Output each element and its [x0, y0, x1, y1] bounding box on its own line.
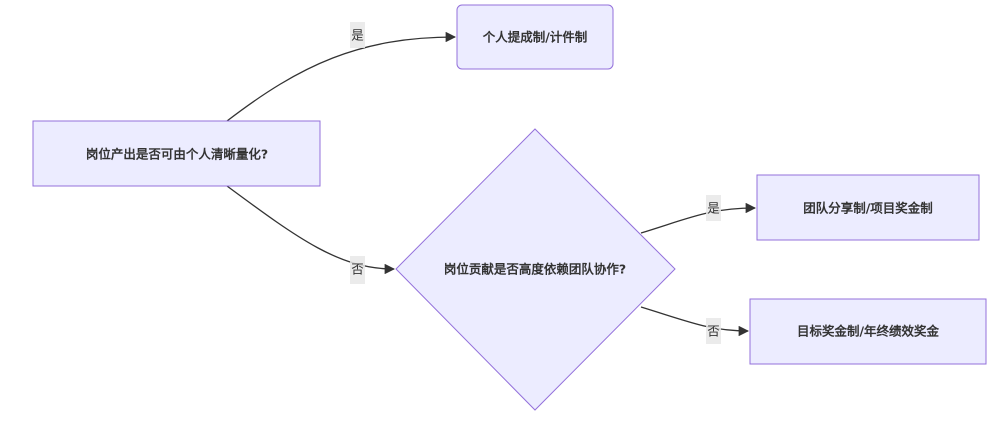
edge-label-q2-r3: 否	[706, 318, 721, 344]
edge-q2-to-r3	[640, 306, 750, 337]
svg-text:是: 是	[707, 201, 720, 216]
edge-q2-to-r2	[640, 202, 757, 234]
edge-q1-to-q2	[226, 185, 396, 275]
node-r2[interactable]: 团队分享制/项目奖金制	[756, 174, 980, 241]
node-r1-label: 个人提成制/计件制	[482, 30, 588, 45]
node-q1-label: 岗位产出是否可由个人清晰量化?	[86, 147, 268, 162]
edge-q1-to-r1	[226, 31, 457, 122]
node-q2-label: 岗位贡献是否高度依赖团队协作?	[444, 262, 626, 277]
svg-text:是: 是	[351, 28, 364, 43]
node-r3-label: 目标奖金制/年终绩效奖金	[797, 324, 940, 339]
node-r2-label: 团队分享制/项目奖金制	[803, 201, 933, 216]
node-q2[interactable]: 岗位贡献是否高度依赖团队协作?	[395, 128, 676, 411]
node-r1[interactable]: 个人提成制/计件制	[456, 4, 614, 70]
svg-text:否: 否	[351, 262, 364, 277]
svg-text:否: 否	[707, 324, 720, 339]
edge-label-q1-r1: 是	[350, 22, 365, 48]
edge-label-q1-q2: 否	[350, 256, 365, 284]
node-q1[interactable]: 岗位产出是否可由个人清晰量化?	[32, 120, 321, 187]
node-r3[interactable]: 目标奖金制/年终绩效奖金	[749, 298, 987, 365]
edge-label-q2-r2: 是	[706, 195, 721, 221]
